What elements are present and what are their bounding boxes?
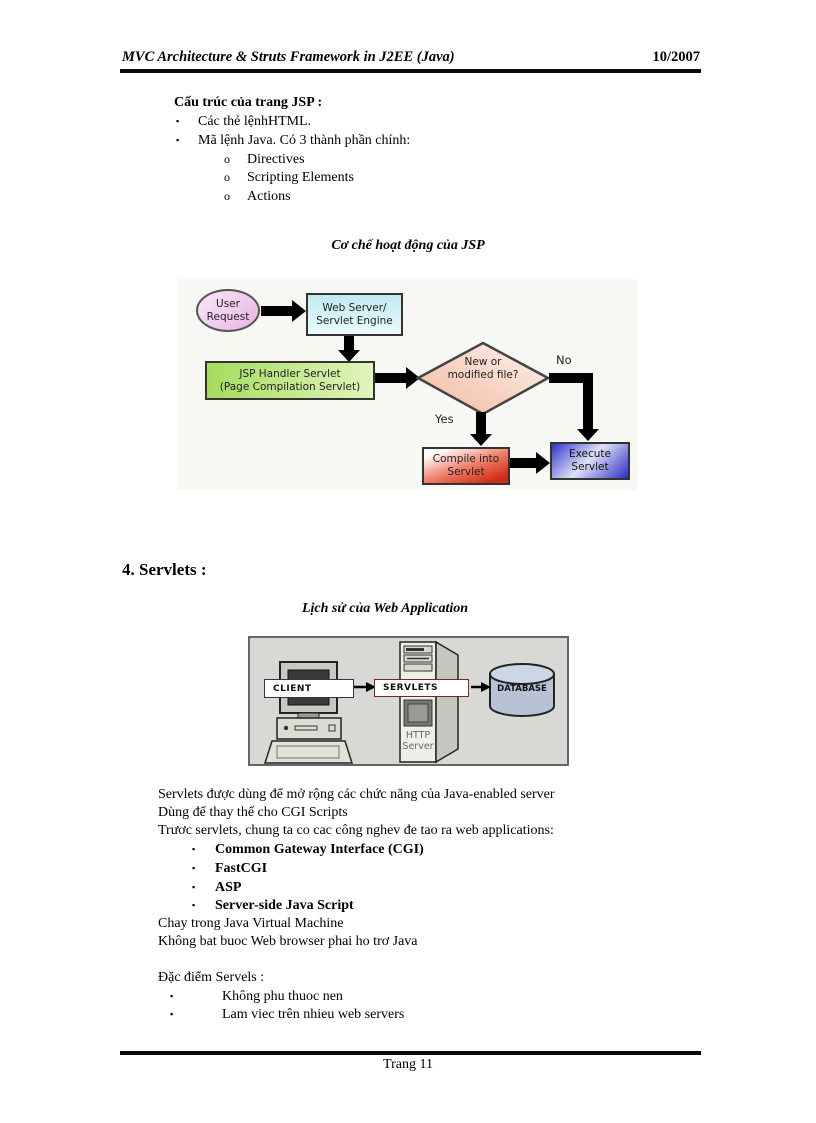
flowchart-node-jsp-handler: JSP Handler Servlet (Page Compilation Se… xyxy=(205,361,375,400)
node-label: Request xyxy=(206,310,250,323)
client-label: CLIENT xyxy=(273,683,312,694)
list-item-label: Lam viec trên nhieu web servers xyxy=(222,1007,405,1022)
node-label: User xyxy=(216,297,240,310)
node-label: JSP Handler Servlet xyxy=(239,367,341,380)
list-item-label: Không phu thuoc nen xyxy=(222,989,343,1004)
list-item-label: Server-side Java Script xyxy=(215,898,354,913)
arrow-shaft xyxy=(261,306,292,316)
list-item-label: Directives xyxy=(247,152,305,167)
flowchart-node-execute: Execute Servlet xyxy=(550,442,630,480)
circle-bullet-icon: o xyxy=(224,170,230,184)
jsp-flowchart-diagram: User Request Web Server/ Servlet Engine … xyxy=(178,279,637,490)
list-item: ▪ Các thẻ lệnhHTML. xyxy=(176,114,311,130)
node-label: Servlet xyxy=(447,466,485,478)
arrow-shaft xyxy=(476,412,486,435)
list-item: ▪ FastCGI xyxy=(192,861,267,877)
list-item: o Actions xyxy=(224,189,291,205)
http-label-line: Server xyxy=(402,741,434,752)
arrow-shaft xyxy=(549,373,593,383)
http-server-label: HTTP Server xyxy=(400,730,436,752)
arrow-right-icon xyxy=(481,682,491,692)
list-item-label: Các thẻ lệnhHTML. xyxy=(198,114,312,129)
history-diagram-title: Lịch sử của Web Application xyxy=(301,601,469,616)
yes-branch-label: Yes xyxy=(435,412,454,426)
list-item: ▪ Không phu thuoc nen xyxy=(170,989,343,1005)
node-label: Execute xyxy=(569,448,611,460)
square-bullet-icon: ▪ xyxy=(176,116,180,126)
arrow-shaft xyxy=(510,458,537,468)
http-label-line: HTTP xyxy=(405,730,431,741)
keyboard-icon xyxy=(263,740,354,764)
paragraph: Chay trong Java Virtual Machine xyxy=(158,916,344,931)
list-item: ▪ ASP xyxy=(192,880,241,896)
arrow-down-icon xyxy=(577,429,599,441)
arrow-shaft xyxy=(583,373,593,430)
list-item-label: ASP xyxy=(215,880,242,895)
servlets-label: SERVLETS xyxy=(383,683,439,693)
arrow-right-icon xyxy=(536,452,550,474)
list-item-label: Common Gateway Interface (CGI) xyxy=(215,842,424,857)
jsp-structure-heading: Cấu trúc của trang JSP : xyxy=(174,95,323,110)
square-bullet-icon: ▪ xyxy=(170,1009,174,1019)
arrow-right-icon xyxy=(292,300,306,322)
list-item: ▪ Common Gateway Interface (CGI) xyxy=(192,842,424,858)
list-item-label: FastCGI xyxy=(215,861,268,876)
list-item-label: Mã lệnh Java. Có 3 thành phần chính: xyxy=(198,133,411,148)
square-bullet-icon: ▪ xyxy=(176,135,180,145)
square-bullet-icon: ▪ xyxy=(170,991,174,1001)
arrow-right-icon xyxy=(366,682,376,692)
flowchart-node-user-request: User Request xyxy=(196,289,260,332)
header-rule xyxy=(120,69,701,73)
list-item-label: Actions xyxy=(247,189,291,204)
circle-bullet-icon: o xyxy=(224,152,230,166)
servlets-label-box: SERVLETS xyxy=(374,679,469,697)
list-item: ▪ Mã lệnh Java. Có 3 thành phần chính: xyxy=(176,133,410,149)
header-date: 10/2007 xyxy=(652,49,700,65)
flowchart-node-compile: Compile into Servlet xyxy=(422,447,510,485)
arrow-right-icon xyxy=(406,367,420,389)
paragraph: Không bat buoc Web browser phai ho trơ J… xyxy=(158,934,418,949)
circle-bullet-icon: o xyxy=(224,189,230,203)
square-bullet-icon: ▪ xyxy=(192,844,196,854)
servlets-section-heading: 4. Servlets : xyxy=(122,560,207,579)
paragraph: Servlets được dùng để mở rộng các chức n… xyxy=(158,787,555,802)
node-label: Servlet Engine xyxy=(316,314,393,327)
list-item-label: Scripting Elements xyxy=(247,170,354,185)
node-label: (Page Compilation Servlet) xyxy=(219,380,361,393)
list-item: o Directives xyxy=(224,152,305,168)
paragraph: Dùng để thay thế cho CGI Scripts xyxy=(158,805,348,820)
list-item: o Scripting Elements xyxy=(224,170,354,186)
node-label: Compile into xyxy=(432,453,500,465)
footer-rule xyxy=(120,1051,701,1055)
square-bullet-icon: ▪ xyxy=(192,882,196,892)
no-branch-label: No xyxy=(556,353,572,367)
arrow-shaft xyxy=(344,336,354,351)
node-label: Servlet xyxy=(571,461,609,473)
features-heading: Đặc điểm Servels : xyxy=(158,970,265,985)
web-history-diagram: CLIENT SERVLETS DATABASE HTTP Server xyxy=(248,636,569,766)
header-title: MVC Architecture & Struts Framework in J… xyxy=(122,49,455,65)
flowchart-node-decision: New or modified file? xyxy=(416,356,550,382)
paragraph: Trươc servlets, chung ta co cac công ngh… xyxy=(158,823,554,838)
node-label: modified file? xyxy=(447,369,519,381)
database-label: DATABASE xyxy=(497,684,547,694)
list-item: ▪ Lam viec trên nhieu web servers xyxy=(170,1007,404,1023)
list-item: ▪ Server-side Java Script xyxy=(192,898,354,914)
computer-case-icon xyxy=(276,717,342,740)
arrow-shaft xyxy=(375,373,406,383)
database-icon xyxy=(489,674,555,717)
arrow-down-icon xyxy=(338,350,360,362)
node-label: Web Server/ xyxy=(322,301,387,314)
arrow-down-icon xyxy=(470,434,492,446)
square-bullet-icon: ▪ xyxy=(192,863,196,873)
flowchart-node-web-server: Web Server/ Servlet Engine xyxy=(306,293,403,336)
page-number: Trang 11 xyxy=(383,1057,433,1072)
client-label-box: CLIENT xyxy=(264,679,354,698)
node-label: New or xyxy=(464,356,502,368)
square-bullet-icon: ▪ xyxy=(192,900,196,910)
flowchart-title: Cơ chế hoạt động của JSP xyxy=(331,238,485,253)
